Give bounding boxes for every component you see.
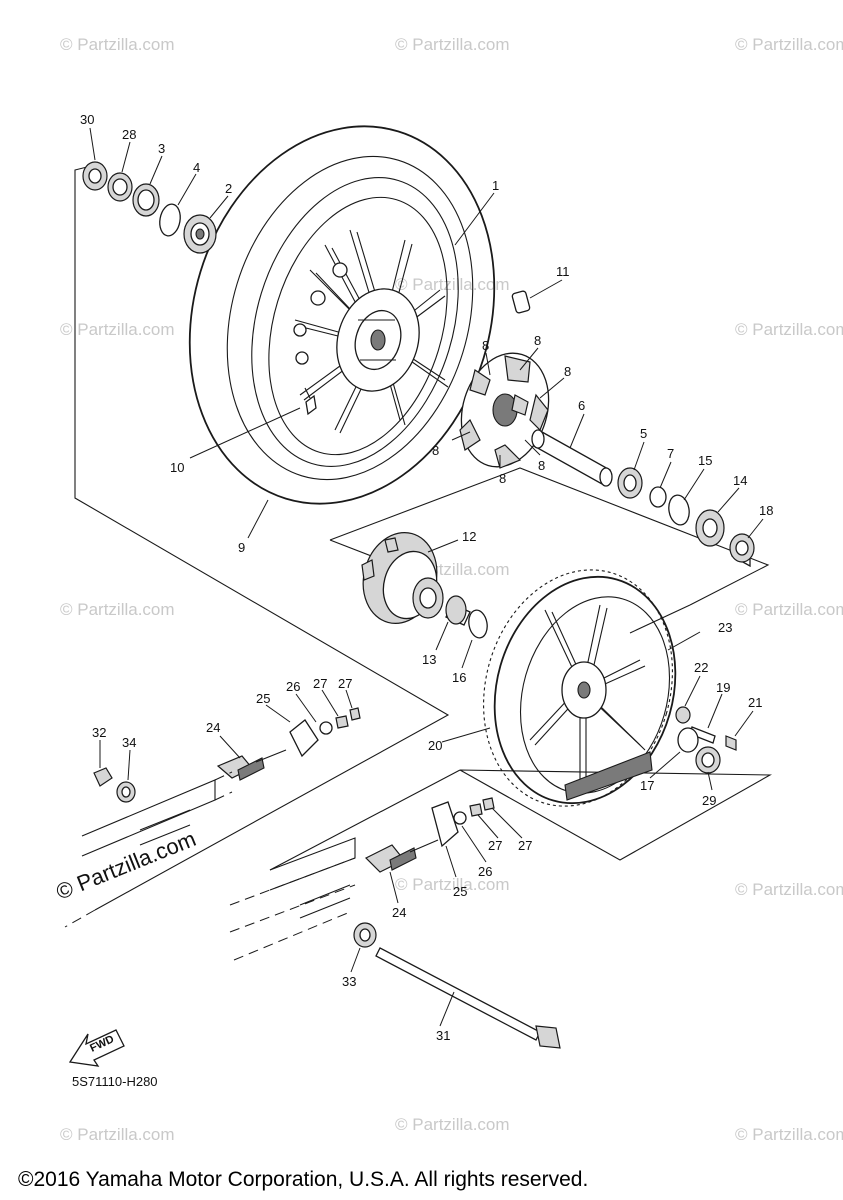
swingarm-outline [81,771,356,961]
callout-32: 32 [92,725,106,740]
callout-25: 25 [453,884,467,899]
callout-6: 6 [578,398,585,413]
leader-lines [89,127,764,1027]
driven-flange [361,532,444,624]
callout-17: 17 [640,778,654,793]
left-adjuster-group [93,707,361,803]
callout-31: 31 [436,1028,450,1043]
callout-14: 14 [733,473,747,488]
axle [353,922,561,1049]
copyright-notice: ©2016 Yamaha Motor Corporation, U.S.A. A… [18,1168,588,1191]
callout-8: 8 [564,364,571,379]
callout-15: 15 [698,453,712,468]
callout-19: 19 [716,680,730,695]
callout-5: 5 [640,426,647,441]
callout-33: 33 [342,974,356,989]
valve-cap [511,290,531,314]
watermark: © Partzilla.com [60,600,175,619]
watermark: © Partzilla.com [735,320,843,339]
watermark: © Partzilla.com [735,880,843,899]
callout-10: 10 [170,460,184,475]
callout-7: 7 [667,446,674,461]
damper-set [459,352,550,469]
callout-26: 26 [286,679,300,694]
callout-8: 8 [538,458,545,473]
watermark: © Partzilla.com [735,1125,843,1144]
callout-30: 30 [80,112,94,127]
callout-27: 27 [313,676,327,691]
watermark: © Partzilla.com [395,1115,510,1134]
callout-22: 22 [694,660,708,675]
callout-23: 23 [718,620,732,635]
callout-25: 25 [256,691,270,706]
watermark: © Partzilla.com [60,35,175,54]
watermark: © Partzilla.com [395,275,510,294]
callout-28: 28 [122,127,136,142]
callout-1: 1 [492,178,499,193]
watermark: © Partzilla.com [395,35,510,54]
callouts: 30 28 3 4 2 1 11 8 8 8 8 8 8 6 5 7 15 14… [80,112,773,1043]
callout-2: 2 [225,181,232,196]
callout-24: 24 [206,720,220,735]
callout-18: 18 [759,503,773,518]
fwd-arrow-icon: FWD [68,1029,125,1067]
drawing-code: 5S71110-H280 [72,1074,158,1089]
callout-16: 16 [452,670,466,685]
callout-8: 8 [482,338,489,353]
left-bearing-stack [82,161,217,254]
watermark: © Partzilla.com [60,1125,175,1144]
watermark: © Partzilla.com [735,35,843,54]
callout-20: 20 [428,738,442,753]
callout-29: 29 [702,793,716,808]
watermark: © Partzilla.com [735,600,843,619]
callout-26: 26 [478,864,492,879]
callout-4: 4 [193,160,200,175]
callout-24: 24 [392,905,406,920]
callout-8: 8 [432,443,439,458]
callout-13: 13 [422,652,436,667]
right-bearing-stack [617,467,755,568]
callout-8: 8 [499,471,506,486]
callout-34: 34 [122,735,136,750]
callout-21: 21 [748,695,762,710]
callout-27: 27 [338,676,352,691]
callout-12: 12 [462,529,476,544]
callout-3: 3 [158,141,165,156]
rear-pulley [483,569,677,807]
pulley-fasteners [675,706,737,774]
watermark: © Partzilla.com [395,875,510,894]
callout-11: 11 [556,264,570,279]
callout-27: 27 [488,838,502,853]
right-adjuster-group [364,797,495,873]
assembly-outline [64,164,773,928]
rear-wheel [188,125,496,505]
collar [531,429,613,487]
callout-9: 9 [238,540,245,555]
hub-bearing [445,595,488,639]
watermarks: © Partzilla.com © Partzilla.com © Partzi… [60,35,843,1144]
callout-8: 8 [534,333,541,348]
watermark: © Partzilla.com [60,320,175,339]
callout-27: 27 [518,838,532,853]
